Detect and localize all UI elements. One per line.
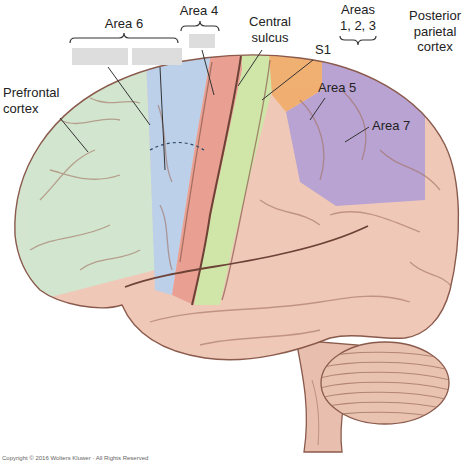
- area-label: Area 5: [318, 80, 356, 96]
- leader-line: [345, 127, 369, 142]
- central-sulcus: [192, 56, 241, 305]
- prefrontal-region: [0, 0, 155, 310]
- lateral-fissure: [125, 226, 368, 287]
- leader-line: [310, 98, 325, 120]
- leader-line: [60, 118, 88, 152]
- cerebellum: [321, 342, 449, 424]
- blank-label-box: [132, 48, 182, 65]
- bracket: [70, 33, 178, 43]
- blank-label-box: [189, 34, 215, 48]
- area-label: Area 7: [372, 118, 410, 134]
- area-label: S1: [315, 42, 331, 58]
- brainstem-groove: [312, 380, 319, 445]
- region-label: Posterior parietal cortex: [402, 8, 468, 55]
- leader-line: [202, 50, 214, 95]
- leader-line: [108, 67, 150, 125]
- area-label: Area 4: [174, 3, 224, 19]
- area-label: Areas 1, 2, 3: [335, 2, 381, 33]
- leader-line: [262, 60, 313, 100]
- area-label: Area 6: [99, 16, 149, 32]
- leader-line: [238, 50, 262, 86]
- blank-label-box: [72, 48, 128, 65]
- copyright-note: Copyright © 2016 Wolters Kluwer · All Ri…: [2, 455, 148, 462]
- cerebrum-outline: [15, 55, 459, 360]
- leader-line: [160, 67, 165, 170]
- sulcus-label: Central sulcus: [240, 14, 300, 45]
- region-label: Prefrontal cortex: [3, 85, 73, 116]
- leader-lines: [60, 50, 369, 170]
- bracket: [340, 36, 376, 45]
- cerebellum-folia: [320, 352, 450, 420]
- dashed-boundary: [150, 143, 204, 151]
- cortical-regions: [0, 0, 452, 345]
- bracket: [181, 21, 219, 31]
